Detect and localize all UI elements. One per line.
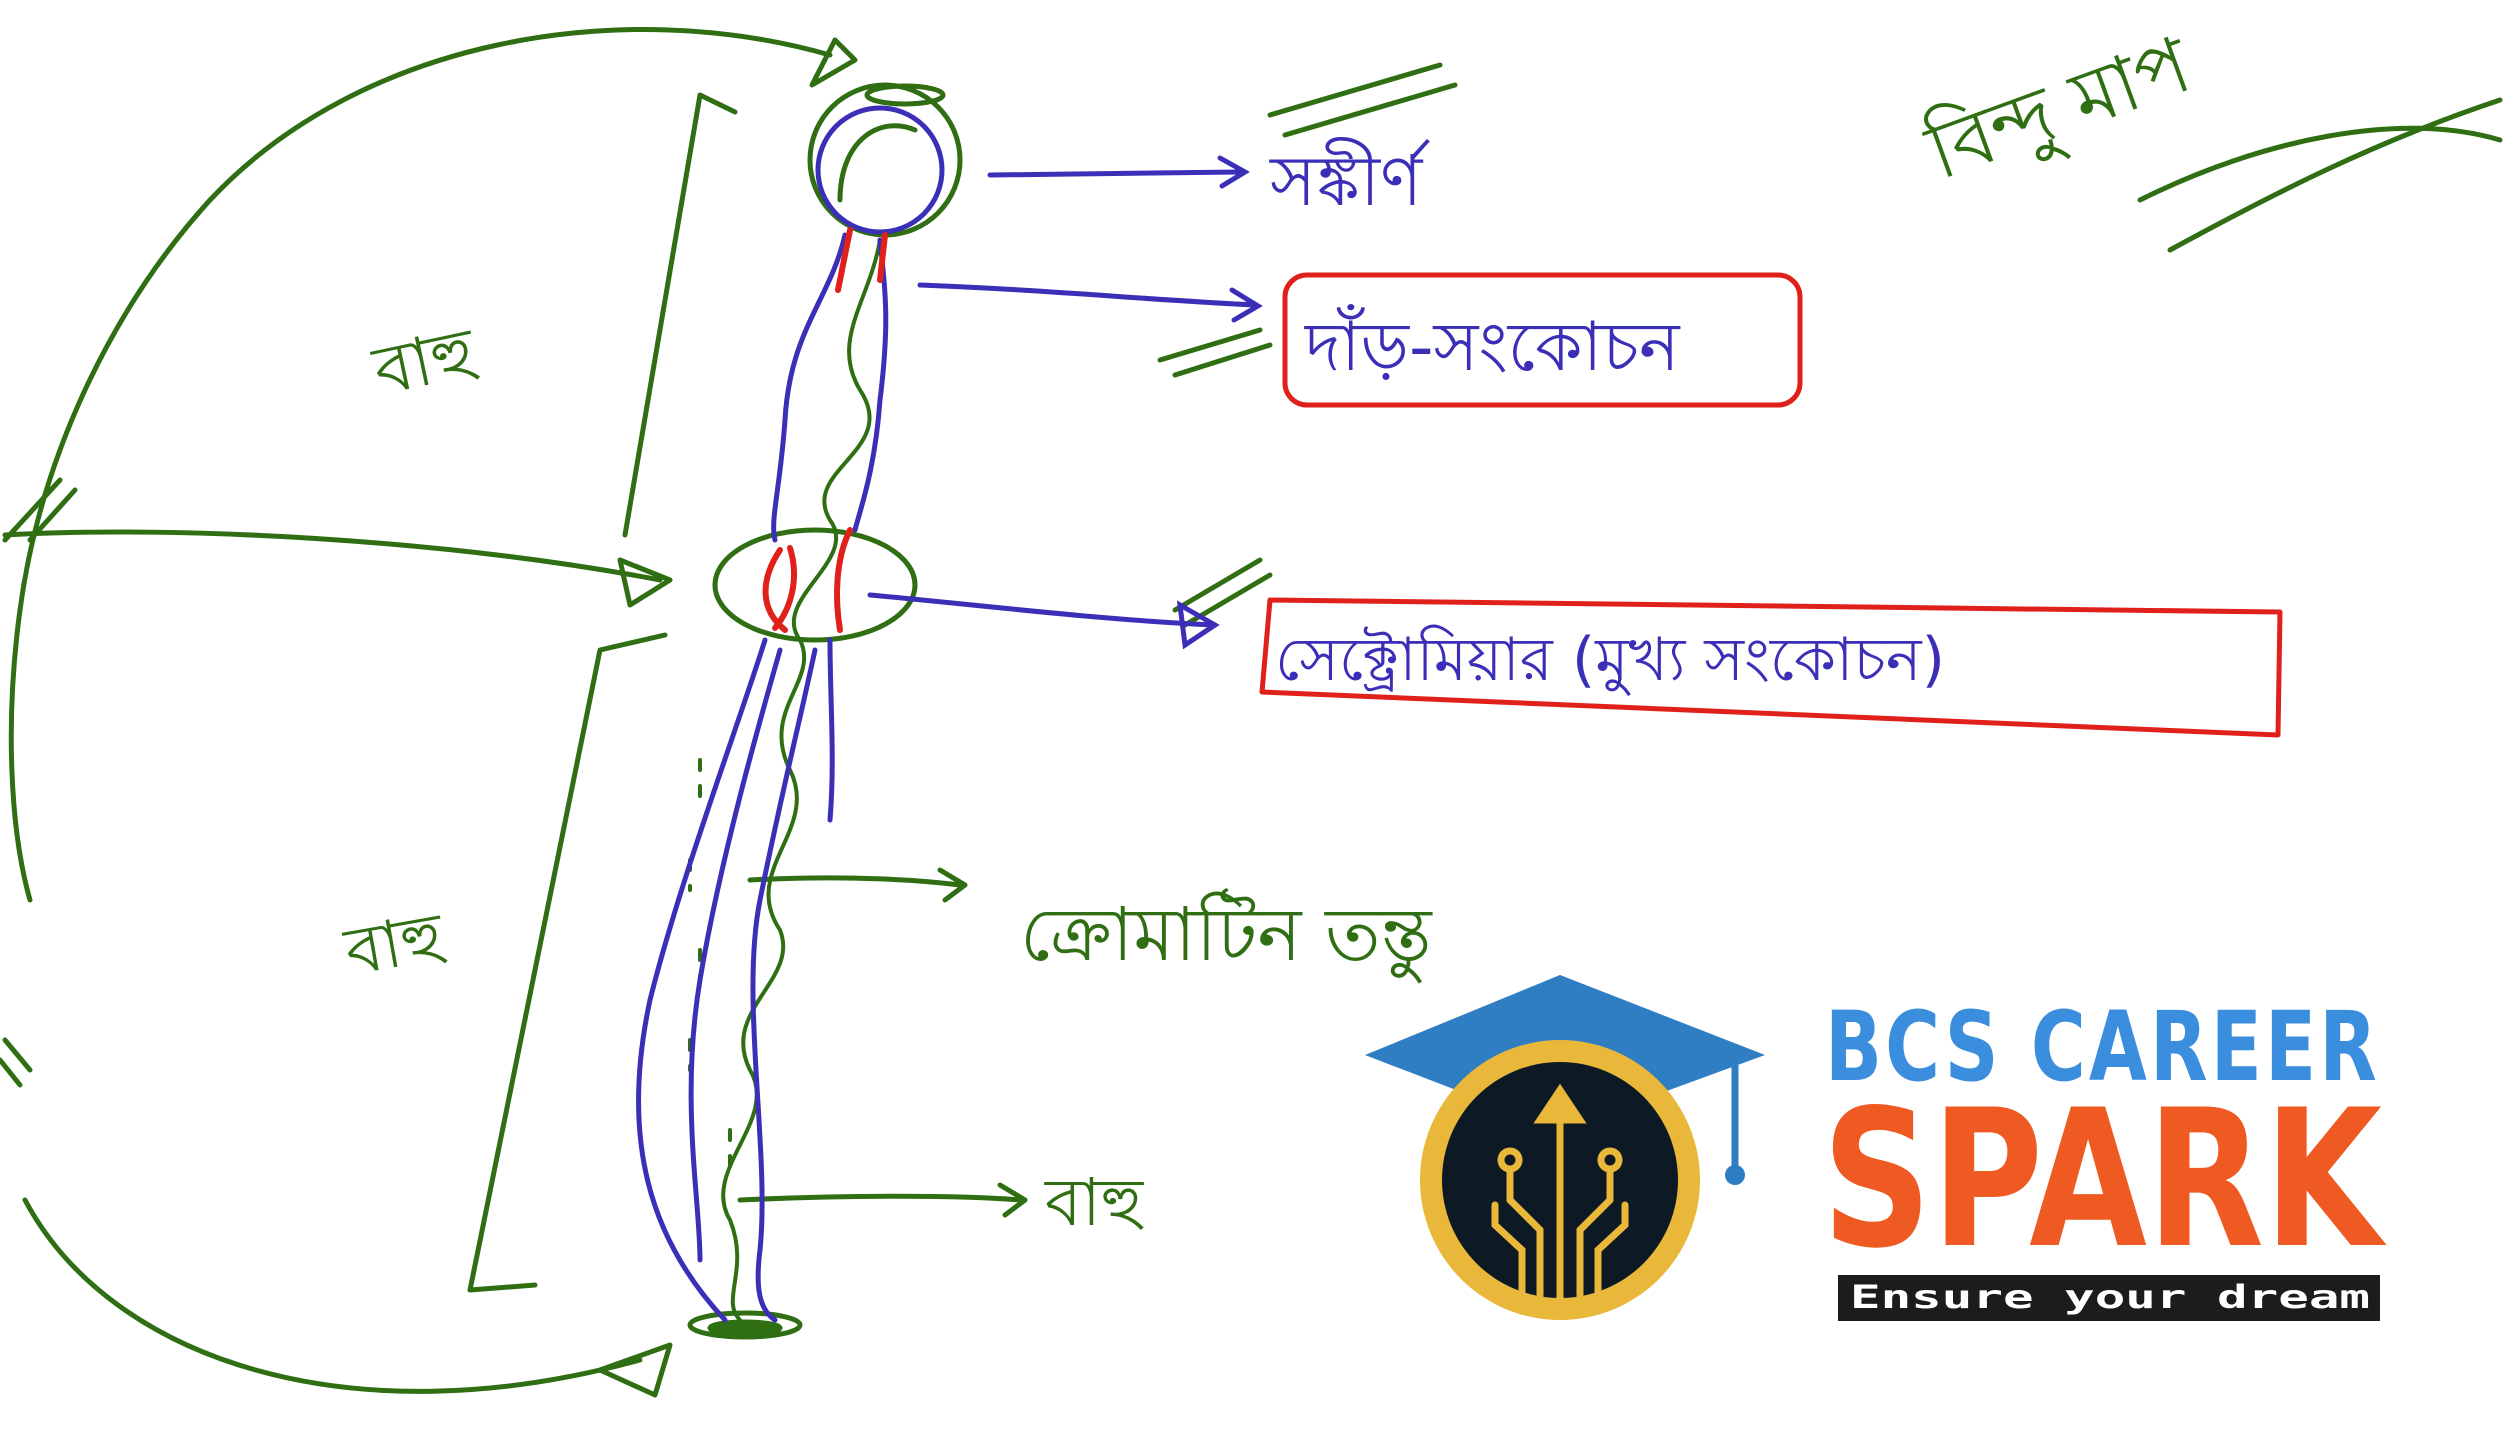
bracket-top: [625, 95, 735, 535]
centromere-arrow-line: [5, 532, 660, 580]
chromatid-right-upper: [855, 240, 886, 530]
outer-arc-top: [11, 30, 830, 900]
label-satellite: সঙ্কীর্ণ: [1269, 137, 1430, 222]
chromatid-left-upper: [774, 235, 845, 540]
chromatin-arrow-line: [750, 878, 960, 885]
bottom-cap-inner: [710, 1322, 780, 1334]
tick-label-1: [1270, 65, 1455, 135]
centromere-arrowhead: [620, 560, 670, 605]
logo-line-2: SPARK: [1822, 1069, 2387, 1290]
label-left-bottom-arm: বাহু: [338, 898, 450, 991]
logo-tagline: Ensure your dream: [1850, 1278, 2370, 1316]
arm-arrow-line: [740, 1196, 1020, 1200]
chromatid-mid-lower-1: [691, 650, 780, 1260]
cap-tassel-end: [1725, 1165, 1745, 1185]
label-arm: বাহু: [1044, 1164, 1144, 1241]
tick-label-3: [1175, 560, 1270, 625]
label-chromatin: ক্রোমাটিন তন্তু: [1020, 888, 1433, 983]
centromere-ellipse: [715, 530, 915, 640]
chromatin-dash: [690, 760, 730, 1180]
satellite-inner-curve: [840, 126, 915, 200]
label-centromere: সেক্ট্রোমিয়ার (মুখ্য সংকোচন): [1275, 624, 1945, 696]
label-top-right: বিন্দু মাপ: [1913, 19, 2204, 203]
top-right-underline-2: [2170, 100, 2500, 250]
arrow-centromere: [870, 595, 1215, 625]
tick-bottom-left: [0, 1040, 30, 1085]
arrow-satellite: [990, 172, 1240, 175]
top-right-underline-1: [2140, 128, 2500, 200]
bracket-bottom: [470, 635, 665, 1290]
tick-label-2: [1160, 330, 1270, 375]
outer-arc-bottom: [25, 1200, 640, 1391]
arc-arrowhead-top: [812, 40, 855, 85]
red-mark-centro-2: [775, 548, 794, 628]
red-mark-centro-3: [837, 530, 850, 630]
bcs-career-spark-logo: BCS CAREER SPARK Ensure your dream: [1365, 975, 2387, 1321]
label-left-top-arm: বাহু: [366, 313, 484, 412]
label-secondary-constriction: দাঁড়-সংকোচন: [1304, 304, 1681, 387]
arrow-secondary: [920, 285, 1255, 305]
chromatid-right-lower: [830, 640, 832, 820]
